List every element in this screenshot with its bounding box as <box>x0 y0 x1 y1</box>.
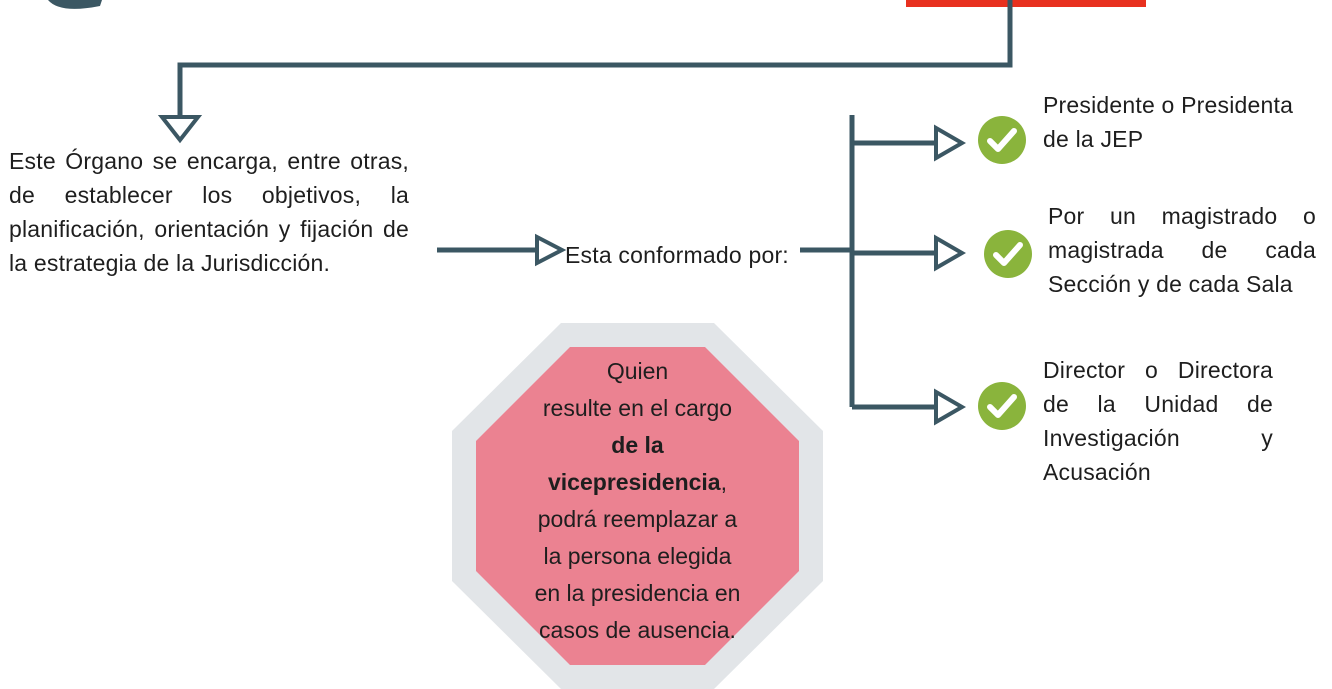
vicepresidency-note: Quien resulte en el cargo de la vicepres… <box>452 323 823 689</box>
arrow-head-icon <box>934 234 967 272</box>
connector-top <box>177 0 1013 118</box>
note-bold-2: la vicepresidencia <box>548 432 721 495</box>
arrow-head-icon <box>535 233 567 267</box>
note-part-3: , podrá reemplazar a la persona elegida … <box>534 469 741 643</box>
arrow-head-icon <box>157 115 203 144</box>
organ-description: Este Órgano se encarga, entre otras, de … <box>9 148 409 276</box>
logo-fragment <box>48 0 102 9</box>
header-red-box <box>906 0 1146 7</box>
octagon-shape <box>452 323 823 689</box>
arrow-head-icon <box>934 124 967 162</box>
note-bold-1: de <box>611 432 639 458</box>
member-director: Director o Directora de la Unidad de Inv… <box>1043 357 1273 485</box>
note-line-1: Quien <box>606 358 669 384</box>
check-circle-icon <box>978 116 1026 164</box>
note-text: Quien resulte en el cargo de la vicepres… <box>532 353 743 649</box>
connector-paths <box>177 0 1013 410</box>
check-circle-icon <box>984 230 1032 278</box>
member-president: Presidente o Presidenta de la JEP <box>1043 92 1294 152</box>
member-magistrate: Por un magistrado o magistrada de cada S… <box>1048 203 1316 297</box>
arrow-head-icon <box>934 388 967 426</box>
check-circle-icon <box>978 382 1026 430</box>
note-part-2: resulte en el cargo <box>542 395 733 421</box>
logo-fragment-shape <box>48 0 102 9</box>
conformado-label: Esta conformado por: <box>565 242 789 268</box>
